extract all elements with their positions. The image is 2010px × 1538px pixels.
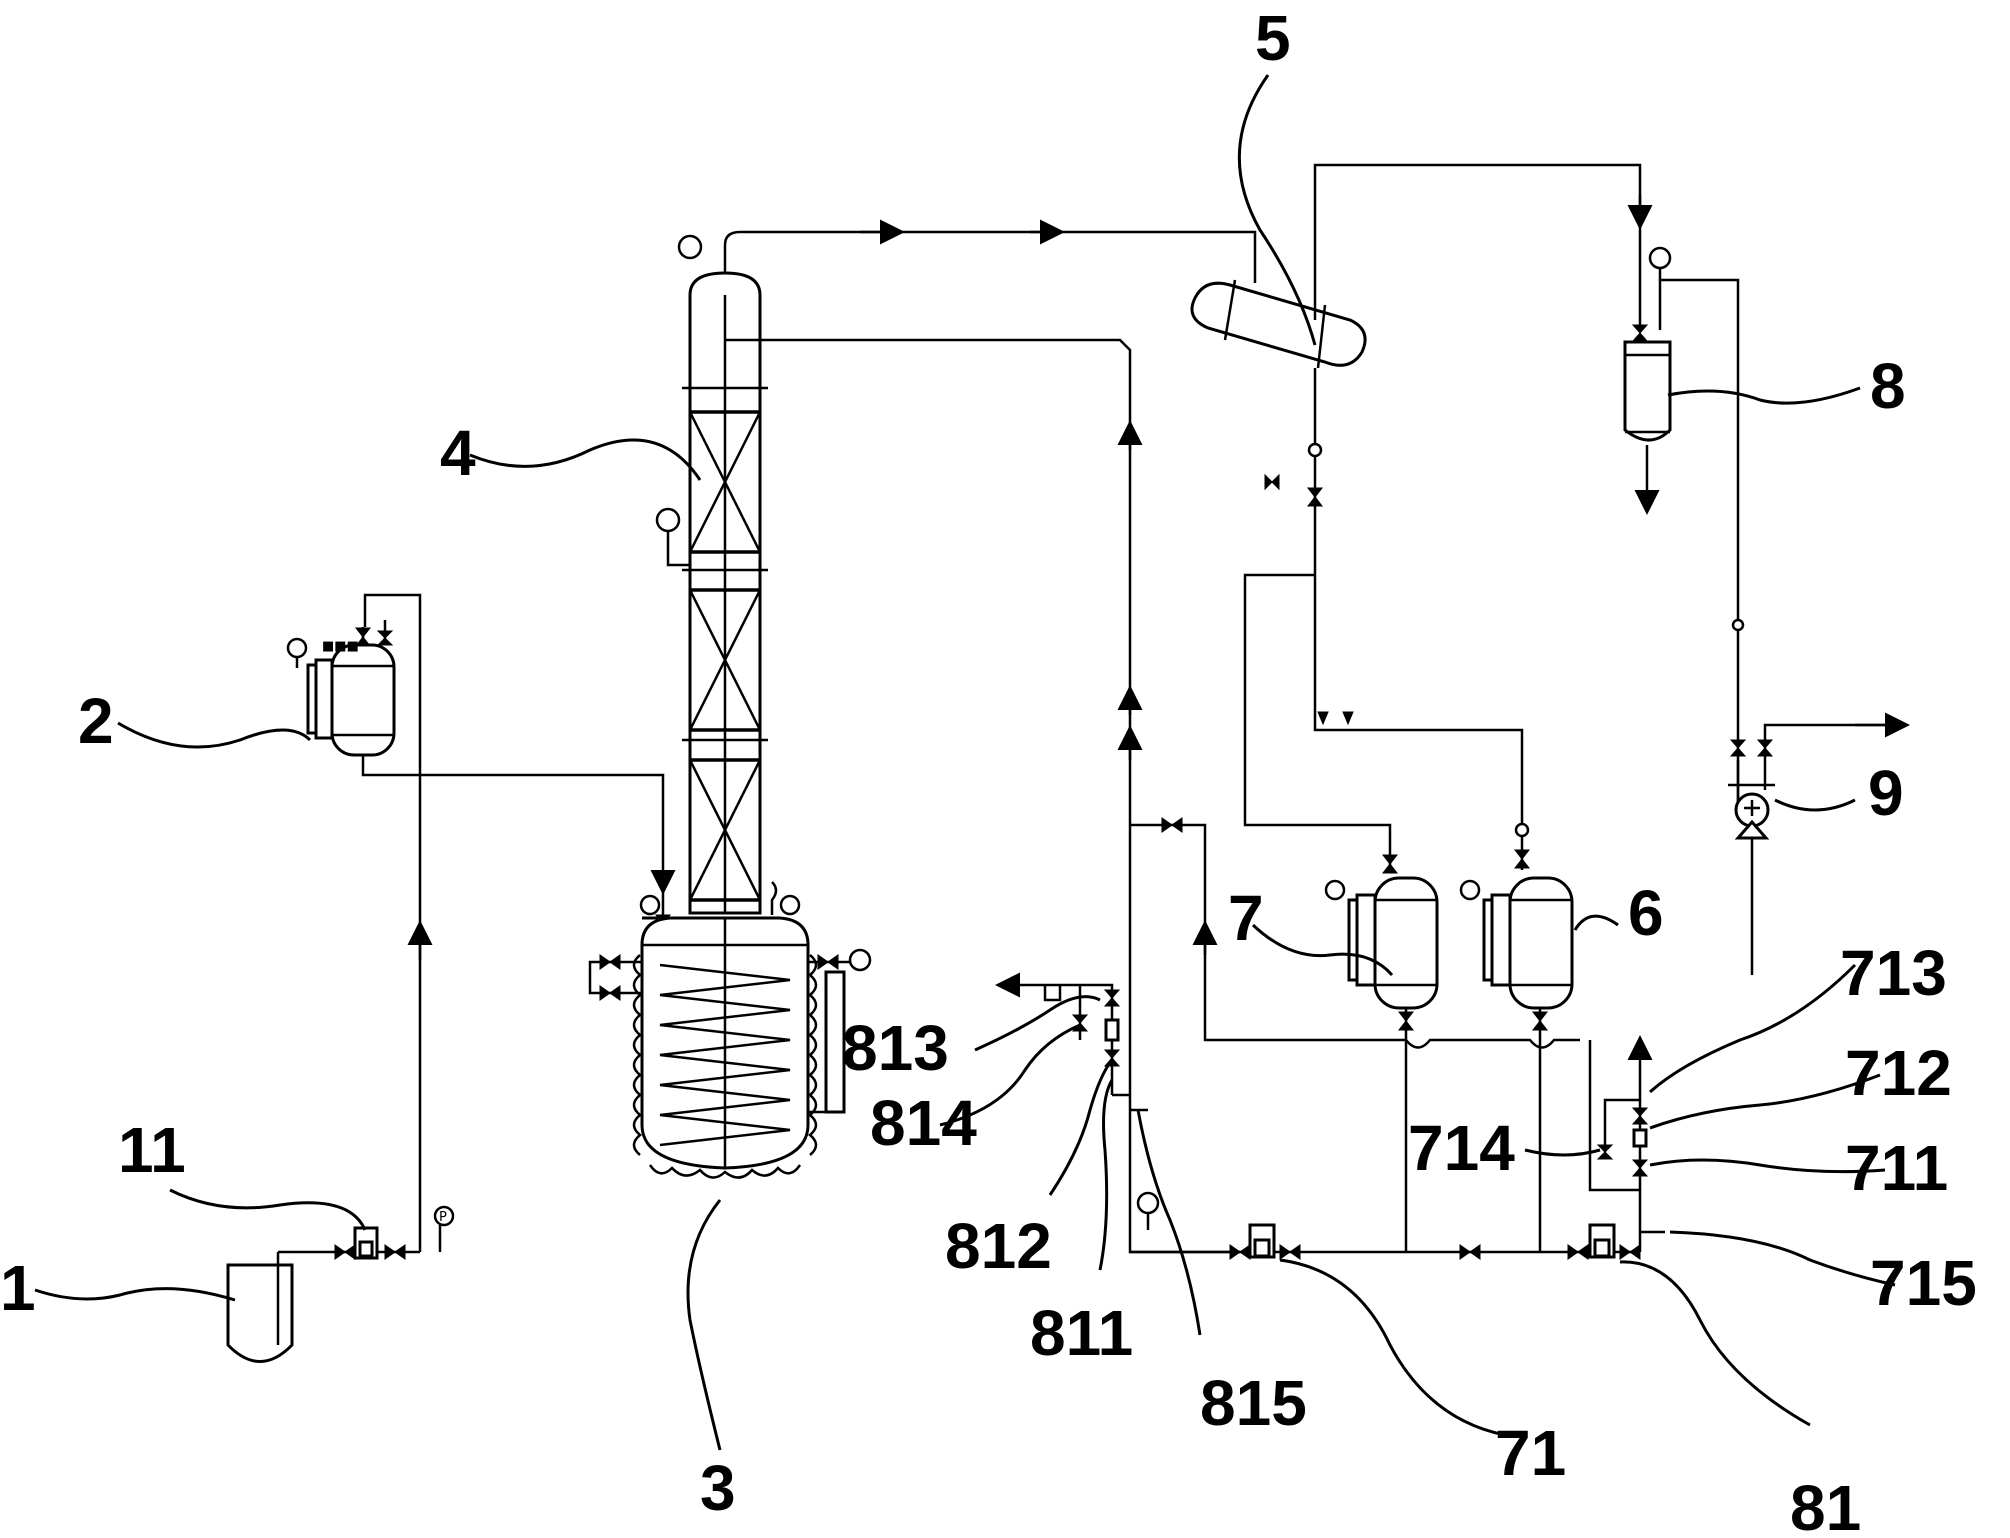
line-condenser-to-tank-8 (1313, 163, 1653, 330)
label-7: 7 (1228, 882, 1264, 954)
label-1: 1 (0, 1252, 36, 1324)
label-2: 2 (78, 685, 114, 757)
condensate-line (1243, 368, 1531, 874)
svg-text:P: P (439, 1210, 447, 1225)
label-6: 6 (1628, 877, 1664, 949)
transfer-pump-81 (1567, 1040, 1665, 1260)
label-814: 814 (870, 1087, 977, 1159)
label-811: 811 (1030, 1297, 1133, 1369)
label-5: 5 (1255, 2, 1291, 74)
feed-line-to-tank-2 (363, 593, 433, 1252)
valve-group-81x (995, 972, 1130, 1097)
pressure-gauge-pump11: P (433, 1205, 455, 1252)
receiver-tank-6 (1459, 876, 1574, 1252)
label-815: 815 (1200, 1367, 1307, 1439)
label-11: 11 (118, 1114, 186, 1186)
label-71: 71 (1495, 1417, 1566, 1489)
label-8: 8 (1870, 350, 1906, 422)
reactor-3 (588, 881, 872, 1179)
column-4 (655, 234, 768, 915)
label-713: 713 (1840, 937, 1947, 1009)
label-3: 3 (700, 1452, 736, 1524)
svg-text:■■■: ■■■ (322, 639, 359, 654)
vacuum-buffer-tank-8 (1623, 246, 1745, 815)
vapor-line-to-condenser (723, 219, 1257, 283)
label-4: 4 (440, 417, 476, 489)
label-715: 715 (1870, 1247, 1977, 1319)
feed-pump-11 (276, 1226, 420, 1265)
head-tank-2: ■■■ (286, 620, 396, 757)
label-81: 81 (1790, 1472, 1861, 1538)
label-714: 714 (1408, 1112, 1515, 1184)
label-813: 813 (842, 1012, 949, 1084)
feed-tank-1 (226, 1263, 294, 1363)
label-812: 812 (945, 1210, 1052, 1282)
vacuum-pump-9 (1728, 712, 1910, 975)
label-9: 9 (1868, 757, 1904, 829)
condenser-5 (1190, 279, 1367, 369)
receiver-tank-7 (1324, 876, 1439, 1252)
leader-lines (34, 74, 1896, 1451)
label-712: 712 (1845, 1037, 1952, 1109)
line-tank2-to-reactor (361, 755, 676, 934)
transfer-pump-71 (1130, 1223, 1640, 1260)
valve-group-71x (1596, 1035, 1653, 1190)
label-711: 711 (1845, 1132, 1948, 1204)
